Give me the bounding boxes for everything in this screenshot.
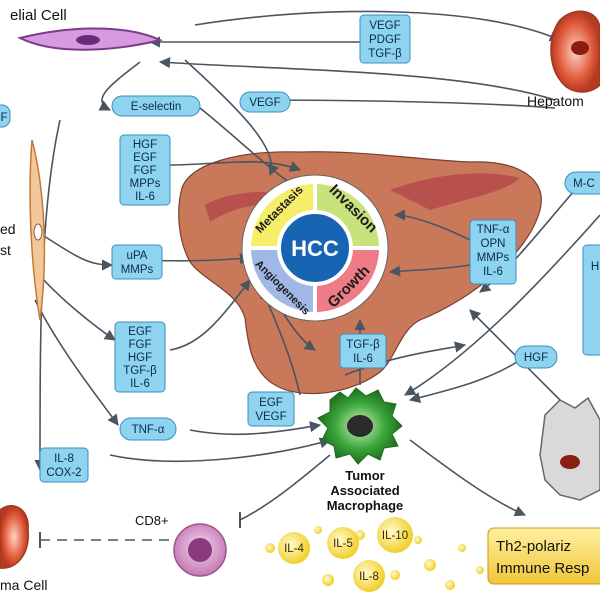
svg-text:IL-6: IL-6 — [135, 191, 155, 203]
svg-text:TGF-β: TGF-β — [346, 339, 380, 351]
svg-text:EGF: EGF — [128, 326, 152, 338]
factor-egf-vegf: EGF VEGF — [247, 391, 295, 427]
svg-text:H: H — [591, 261, 599, 273]
svg-text:F: F — [0, 112, 7, 124]
factor-il8-cox2: IL-8 COX-2 — [39, 447, 89, 483]
factor-mc: M-C — [564, 171, 600, 195]
svg-text:COX-2: COX-2 — [46, 467, 81, 479]
cytokine-il8: IL-8 — [359, 571, 379, 583]
svg-text:M-C: M-C — [573, 178, 595, 190]
tam-label-3: Macrophage — [327, 498, 404, 513]
svg-text:HGF: HGF — [524, 352, 548, 364]
hepatoma-bottom-label: ma Cell — [0, 577, 47, 593]
svg-text:HGF: HGF — [128, 352, 152, 364]
th2-response-box: Th2-polariz Immune Resp — [487, 527, 600, 585]
cd8-label: CD8+ — [135, 513, 169, 528]
factor-right-h: H — [582, 244, 600, 356]
fibroblast-label-2: st — [0, 242, 11, 258]
hcc-wheel: HCC Metastasis Invasion Angiogenesis Gro… — [241, 174, 389, 322]
tam-label-2: Associated — [330, 483, 399, 498]
svg-text:TGF-β: TGF-β — [123, 365, 157, 377]
invasive-tumor-cell — [539, 396, 600, 501]
svg-text:VEGF: VEGF — [255, 411, 286, 423]
svg-text:EGF: EGF — [259, 397, 283, 409]
factor-hgf-group: HGF EGF FGF MPPs IL-6 — [119, 134, 171, 206]
svg-text:EGF: EGF — [133, 152, 157, 164]
endothelial-cell: elial Cell — [10, 7, 163, 51]
factor-e-selectin: E-selectin — [111, 95, 201, 117]
fibroblast-label-1: ed — [0, 221, 16, 237]
cytokine-cloud: IL-4 IL-5 IL-10 IL-8 — [265, 517, 484, 592]
fibroblast: ed st — [0, 139, 46, 321]
svg-text:MMPs: MMPs — [477, 252, 510, 264]
cd8-t-cell: CD8+ — [135, 513, 227, 577]
svg-text:TNF-α: TNF-α — [477, 224, 510, 236]
tumor-associated-macrophage: Tumor Associated Macrophage — [317, 387, 404, 513]
svg-text:IL-6: IL-6 — [483, 266, 503, 278]
hepatoma-cell-bottom: ma Cell — [0, 505, 47, 593]
factor-hgf-right: HGF — [514, 345, 558, 369]
svg-text:MPPs: MPPs — [130, 178, 161, 190]
factor-vegf-top: VEGF — [239, 91, 291, 113]
factor-tnfa-left: TNF-α — [119, 417, 177, 441]
hepatoma-cell-top: Hepatom — [527, 10, 600, 109]
svg-text:uPA: uPA — [127, 250, 148, 262]
svg-text:HGF: HGF — [133, 139, 157, 151]
svg-text:TNF-α: TNF-α — [132, 424, 165, 436]
cytokine-il10: IL-10 — [382, 530, 408, 542]
svg-text:TGF-β: TGF-β — [368, 48, 402, 60]
svg-text:IL-6: IL-6 — [130, 378, 150, 390]
factor-vegf-pdgf-tgfb: VEGF PDGF TGF-β — [359, 14, 411, 64]
svg-text:E-selectin: E-selectin — [131, 101, 182, 113]
hepatoma-top-label: Hepatom — [527, 93, 584, 109]
factor-tgfb-il6: TGF-β IL-6 — [339, 333, 387, 369]
svg-text:VEGF: VEGF — [249, 97, 280, 109]
svg-text:FGF: FGF — [134, 165, 157, 177]
hcc-label: HCC — [291, 236, 339, 261]
tam-label-1: Tumor — [345, 468, 384, 483]
svg-text:PDGF: PDGF — [369, 34, 401, 46]
svg-text:IL-8: IL-8 — [54, 453, 74, 465]
endothelial-cell-label: elial Cell — [10, 7, 67, 24]
svg-text:MMPs: MMPs — [121, 264, 154, 276]
svg-text:OPN: OPN — [481, 238, 506, 250]
svg-text:FGF: FGF — [129, 339, 152, 351]
svg-text:VEGF: VEGF — [369, 20, 400, 32]
factor-egf-group: EGF FGF HGF TGF-β IL-6 — [114, 321, 166, 393]
th2-label-2: Immune Resp — [496, 560, 589, 577]
th2-label-1: Th2-polariz — [496, 538, 571, 555]
cytokine-il4: IL-4 — [284, 543, 304, 555]
hcc-core — [277, 210, 353, 286]
svg-text:IL-6: IL-6 — [353, 353, 373, 365]
factor-tnfa-group: TNF-α OPN MMPs IL-6 — [469, 219, 517, 285]
factor-left-f: F — [0, 104, 11, 128]
cytokine-il5: IL-5 — [333, 538, 353, 550]
factor-upa-mmps: uPA MMPs — [111, 244, 163, 280]
